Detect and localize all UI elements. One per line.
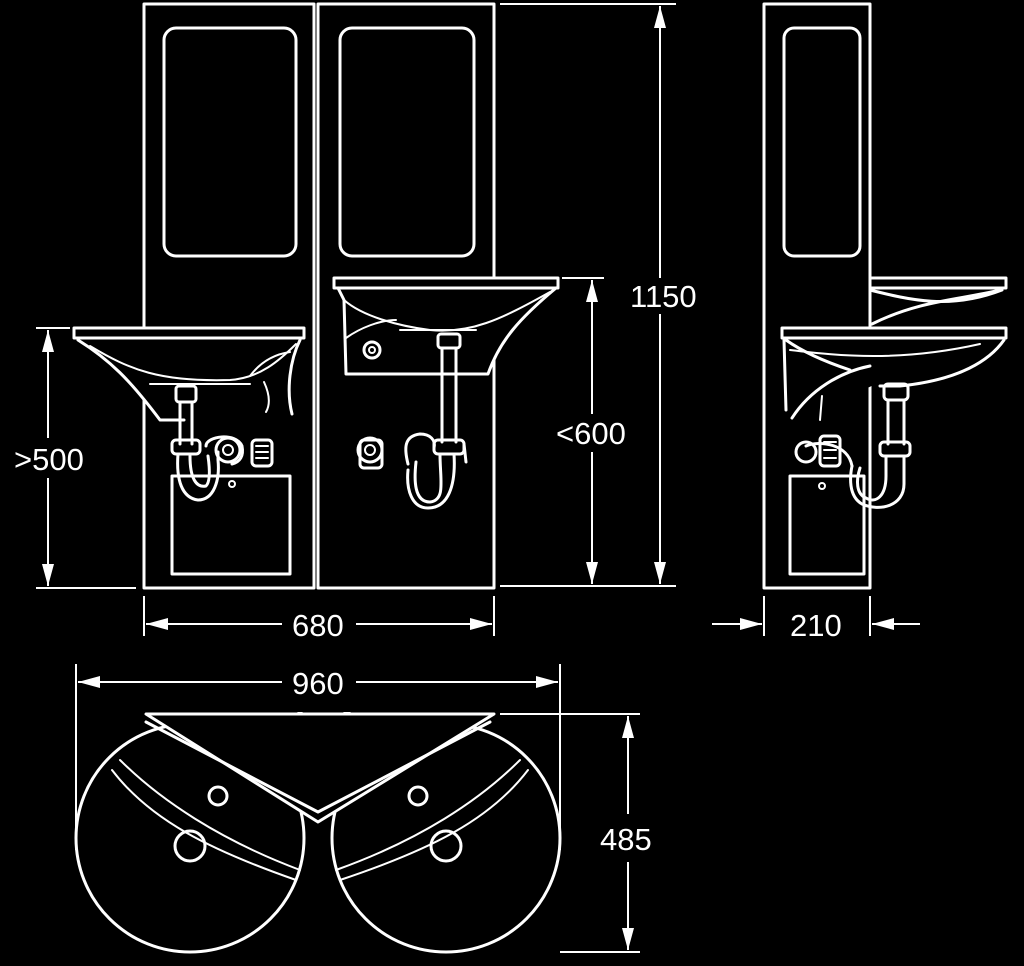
- left-panel: [142, 2, 316, 590]
- label-680: 680: [292, 608, 344, 643]
- dim-600: [562, 277, 604, 584]
- side-panel: [762, 2, 872, 590]
- side-upper-basin: [868, 276, 1008, 326]
- side-cabinet: [788, 474, 866, 576]
- label-485: 485: [600, 822, 652, 857]
- left-basin: [72, 326, 306, 422]
- top-view: [74, 712, 562, 954]
- top-back-plate: [146, 714, 494, 822]
- right-mirror: [338, 26, 476, 258]
- left-mirror: [162, 26, 298, 258]
- top-right-tap-hole: [407, 785, 429, 807]
- side-mirror: [782, 26, 862, 258]
- dim-500: [36, 327, 136, 589]
- right-basin: [332, 276, 560, 376]
- top-left-drain: [173, 829, 207, 863]
- label-1150: 1150: [630, 279, 697, 314]
- front-view: [72, 2, 560, 590]
- dim-680: [143, 596, 495, 636]
- dim-210: [712, 596, 920, 636]
- side-lower-basin: [780, 326, 1008, 421]
- label-600: <600: [556, 416, 626, 451]
- top-left-tap-hole: [207, 785, 229, 807]
- label-960: 960: [292, 666, 344, 701]
- top-right-drain: [429, 829, 463, 863]
- side-trap: [794, 382, 912, 509]
- dim-485: [500, 713, 640, 953]
- dim-1150: [500, 3, 676, 587]
- side-view: [762, 2, 1008, 590]
- left-trap: [170, 384, 274, 502]
- dim-960: [75, 664, 561, 850]
- right-trap: [356, 332, 468, 510]
- label-210: 210: [790, 608, 842, 643]
- left-cabinet: [170, 474, 292, 576]
- label-500: >500: [14, 442, 84, 477]
